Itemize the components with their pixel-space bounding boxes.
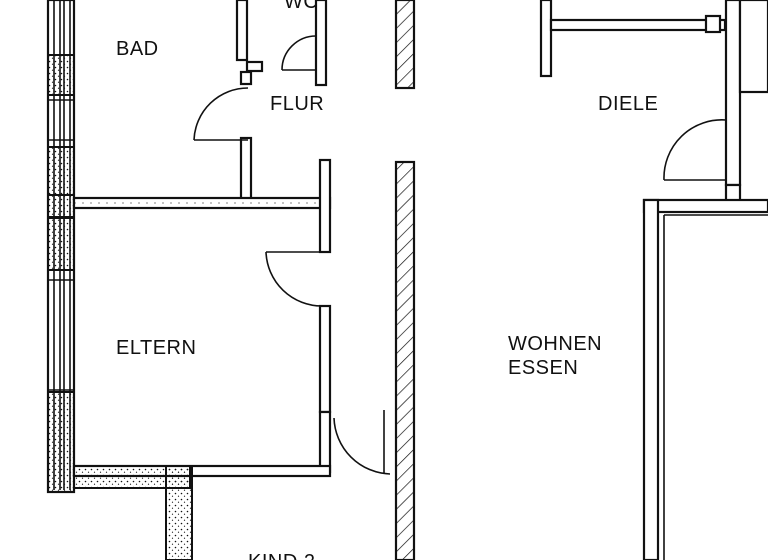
wall-wohnen-right [642,198,768,560]
room-label-eltern: ELTERN [116,337,196,359]
wall-eltern-right [318,158,332,474]
room-label-wc: WC [284,0,318,13]
diele-door [663,119,727,181]
wall-eltern-bottom [72,464,332,560]
load-bearing-wall [394,0,416,560]
room-label-diele: DIELE [598,93,658,115]
room-label-kind: KIND 2 [248,551,315,560]
room-label-essen: ESSEN [508,357,578,379]
bad-door [193,87,249,141]
room-label-flur: FLUR [270,93,324,115]
wall-bad-eltern [72,196,332,210]
bad-wall [239,70,253,202]
wc-door [281,35,317,71]
wc-walls [235,0,328,87]
eltern-door [265,251,323,307]
room-label-bad: BAD [116,38,159,60]
corridor-door [333,410,391,475]
room-label-wohnen: WOHNEN [508,333,602,355]
exterior-wall-left [46,0,76,494]
